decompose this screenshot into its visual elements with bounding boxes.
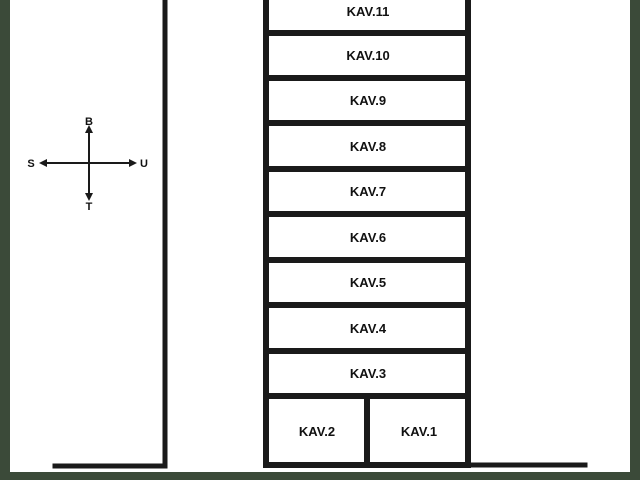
road-boundary	[52, 0, 588, 469]
compass-rose: B T S U	[27, 116, 148, 213]
lot-label-kav-5: KAV.5	[350, 275, 386, 290]
compass-label-west: S	[27, 158, 34, 170]
frame-left	[0, 0, 10, 480]
lot-labels: KAV.11 KAV.10 KAV.9 KAV.8 KAV.7 KAV.6 KA…	[299, 4, 437, 439]
lot-label-kav-1: KAV.1	[401, 424, 437, 439]
compass-label-north: B	[85, 116, 93, 128]
lot-label-kav-6: KAV.6	[350, 230, 386, 245]
lot-label-kav-7: KAV.7	[350, 184, 386, 199]
lot-label-kav-3: KAV.3	[350, 366, 386, 381]
lot-label-kav-9: KAV.9	[350, 93, 386, 108]
lot-label-kav-10: KAV.10	[346, 48, 389, 63]
lot-label-kav-4: KAV.4	[350, 321, 387, 336]
lot-label-kav-2: KAV.2	[299, 424, 335, 439]
frame-bottom	[0, 472, 640, 480]
lot-label-kav-11: KAV.11	[347, 4, 390, 19]
lot-block-walls	[263, 0, 471, 468]
compass-label-south: T	[86, 201, 93, 213]
lot-label-kav-8: KAV.8	[350, 139, 386, 154]
frame-right	[630, 0, 640, 480]
compass-label-east: U	[140, 158, 148, 170]
